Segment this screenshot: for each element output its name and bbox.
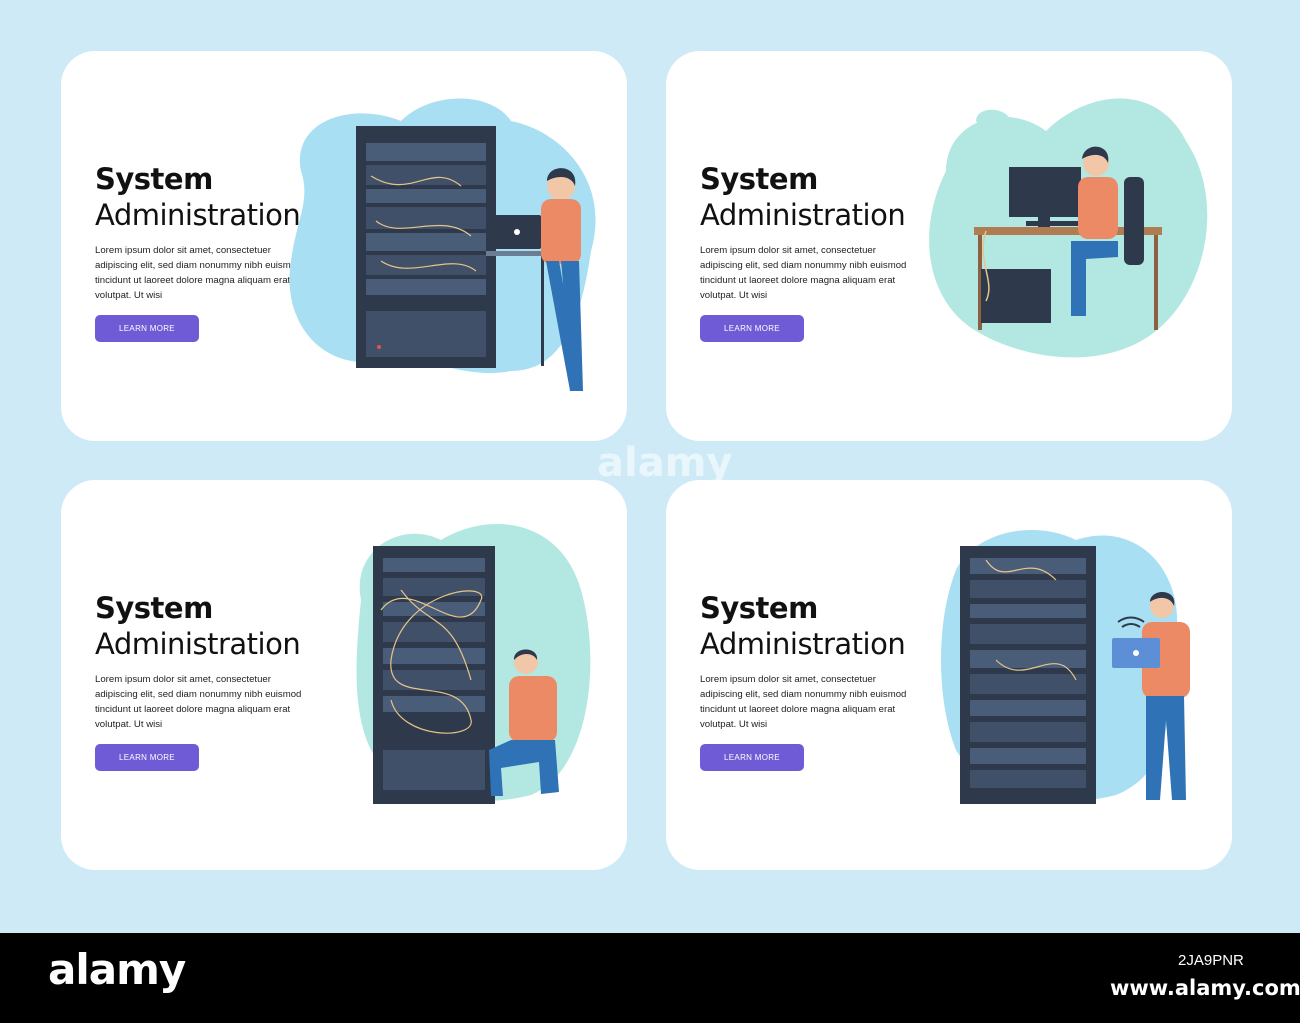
brand-logo: alamy [48, 945, 186, 994]
card-3: System Administration Lorem ipsum dolor … [61, 480, 627, 870]
server-rack-illustration [941, 530, 1190, 804]
card-title-light: Administration [95, 198, 301, 232]
server-rack-illustration [289, 98, 596, 391]
wifi-icon [1117, 616, 1145, 628]
card-text: System Administration Lorem ipsum dolor … [700, 161, 940, 342]
card-2: System Administration Lorem ipsum dolor … [666, 51, 1232, 441]
card-body: Lorem ipsum dolor sit amet, consectetuer… [700, 245, 907, 301]
laptop-icon [1112, 638, 1160, 668]
card-title-light: Administration [700, 198, 906, 232]
card-text: System Administration Lorem ipsum dolor … [95, 590, 335, 771]
card-title-bold: System [700, 162, 818, 196]
card-1: System Administration Lorem ipsum dolor … [61, 51, 627, 441]
card-title-bold: System [95, 162, 213, 196]
learn-more-button[interactable]: LEARN MORE [95, 315, 199, 342]
card-title-bold: System [95, 591, 213, 625]
card-body: Lorem ipsum dolor sit amet, consectetuer… [95, 674, 302, 730]
learn-more-button[interactable]: LEARN MORE [700, 744, 804, 771]
desk-workstation-illustration [929, 98, 1208, 358]
card-text: System Administration Lorem ipsum dolor … [95, 161, 335, 342]
card-title-bold: System [700, 591, 818, 625]
card-title-light: Administration [700, 627, 906, 661]
server-rack-illustration [356, 524, 591, 804]
card-title-light: Administration [95, 627, 301, 661]
site-url: www.alamy.com [1110, 976, 1300, 1000]
card-4: System Administration Lorem ipsum dolor … [666, 480, 1232, 870]
card-body: Lorem ipsum dolor sit amet, consectetuer… [700, 674, 907, 730]
footer-bar [0, 933, 1300, 1023]
learn-more-button[interactable]: LEARN MORE [700, 315, 804, 342]
image-id: 2JA9PNR [1178, 952, 1244, 969]
learn-more-button[interactable]: LEARN MORE [95, 744, 199, 771]
card-text: System Administration Lorem ipsum dolor … [700, 590, 940, 771]
card-body: Lorem ipsum dolor sit amet, consectetuer… [95, 245, 302, 301]
